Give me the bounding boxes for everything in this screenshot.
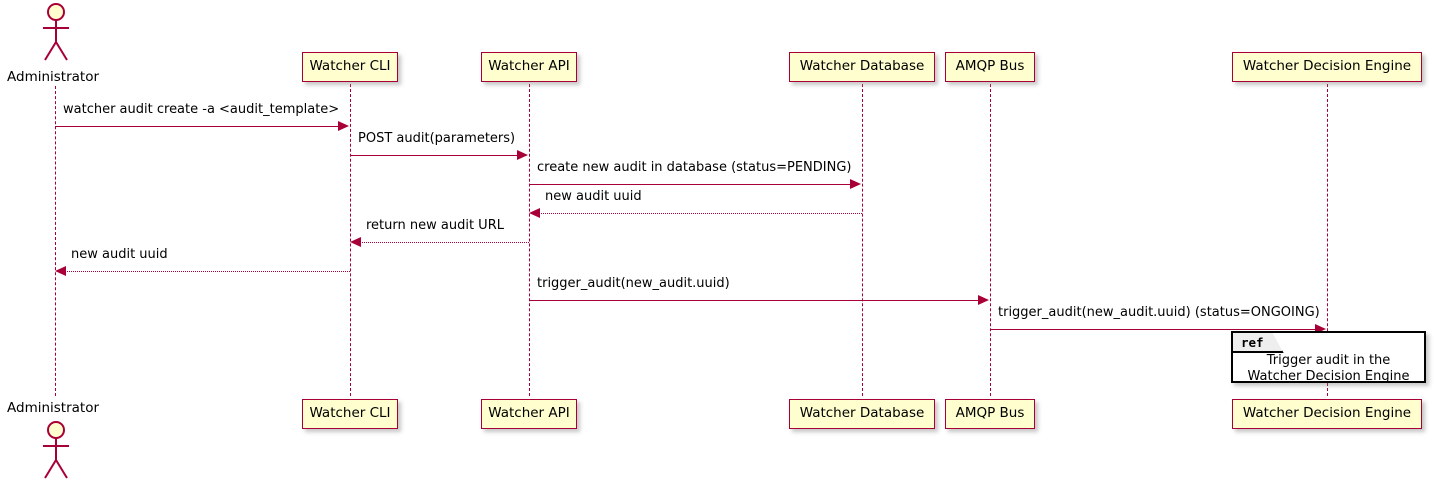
participant-box-watcher-decision-engine-top[interactable]: Watcher Decision Engine	[1232, 52, 1422, 82]
ref-fragment-body: Trigger audit in the Watcher Decision En…	[1233, 353, 1424, 385]
participant-box-watcher-decision-engine-bottom[interactable]: Watcher Decision Engine	[1232, 399, 1422, 429]
message-arrowhead-2	[517, 150, 528, 160]
participant-box-watcher-api-bottom[interactable]: Watcher API	[481, 399, 577, 429]
lifeline-watcher-decision-engine	[1327, 84, 1328, 396]
participant-label-watcher-decision-engine-top: Watcher Decision Engine	[1242, 58, 1412, 75]
lifeline-amqp-bus	[990, 84, 991, 396]
actor-label-administrator-bottom: Administrator	[7, 400, 100, 416]
message-line-6	[67, 271, 350, 272]
participant-box-watcher-cli-bottom[interactable]: Watcher CLI	[302, 399, 398, 429]
message-line-5	[362, 242, 529, 243]
stick-figure-icon	[43, 3, 69, 61]
stick-figure-icon	[43, 421, 69, 479]
participant-label-watcher-database-bottom: Watcher Database	[799, 405, 925, 422]
message-label-8: trigger_audit(new_audit.uuid) (status=ON…	[998, 305, 1320, 320]
message-line-2	[350, 155, 518, 156]
participant-box-watcher-database-top[interactable]: Watcher Database	[789, 52, 935, 82]
message-label-5: return new audit URL	[366, 218, 504, 233]
participant-label-watcher-cli-bottom: Watcher CLI	[309, 405, 391, 422]
message-arrowhead-7	[978, 295, 989, 305]
message-arrowhead-3	[850, 179, 861, 189]
ref-fragment-line-2: Watcher Decision Engine	[1247, 369, 1410, 384]
ref-fragment-box[interactable]: ref Trigger audit in the Watcher Decisio…	[1231, 331, 1426, 385]
participant-label-watcher-api-bottom: Watcher API	[488, 405, 570, 422]
actor-administrator-top	[33, 2, 79, 64]
message-line-4	[541, 213, 862, 214]
participant-box-amqp-bus-bottom[interactable]: AMQP Bus	[945, 399, 1035, 429]
participant-label-watcher-decision-engine-bottom: Watcher Decision Engine	[1242, 405, 1412, 422]
participant-box-amqp-bus-top[interactable]: AMQP Bus	[945, 52, 1035, 82]
participant-label-watcher-database-top: Watcher Database	[799, 58, 925, 75]
message-label-3: create new audit in database (status=PEN…	[537, 160, 852, 175]
message-line-1	[55, 126, 339, 127]
message-line-8	[990, 329, 1316, 330]
message-arrowhead-8	[1315, 324, 1326, 334]
message-label-6: new audit uuid	[71, 247, 168, 262]
participant-box-watcher-cli-top[interactable]: Watcher CLI	[302, 52, 398, 82]
message-line-3	[529, 184, 851, 185]
message-arrowhead-5	[350, 237, 361, 247]
lifeline-administrator	[55, 86, 56, 396]
message-arrowhead-6	[55, 266, 66, 276]
message-arrowhead-4	[529, 208, 540, 218]
message-arrowhead-1	[338, 121, 349, 131]
lifeline-watcher-api	[529, 84, 530, 396]
actor-label-administrator-top: Administrator	[7, 69, 100, 85]
message-label-2: POST audit(parameters)	[358, 131, 516, 146]
participant-label-watcher-api-top: Watcher API	[488, 58, 570, 75]
lifeline-watcher-database	[862, 84, 863, 396]
ref-fragment-line-1: Trigger audit in the	[1266, 353, 1391, 368]
participant-box-watcher-api-top[interactable]: Watcher API	[481, 52, 577, 82]
participant-label-watcher-cli-top: Watcher CLI	[309, 58, 391, 75]
actor-administrator-bottom	[33, 420, 79, 482]
message-label-4: new audit uuid	[545, 189, 642, 204]
participant-box-watcher-database-bottom[interactable]: Watcher Database	[789, 399, 935, 429]
participant-label-amqp-bus-bottom: AMQP Bus	[955, 405, 1025, 422]
ref-fragment-tab: ref	[1233, 333, 1284, 353]
message-label-7: trigger_audit(new_audit.uuid)	[537, 276, 730, 291]
message-line-7	[529, 300, 979, 301]
participant-label-amqp-bus-top: AMQP Bus	[955, 58, 1025, 75]
ref-fragment-tab-label: ref	[1241, 334, 1264, 350]
message-label-1: watcher audit create -a <audit_template>	[63, 102, 340, 117]
